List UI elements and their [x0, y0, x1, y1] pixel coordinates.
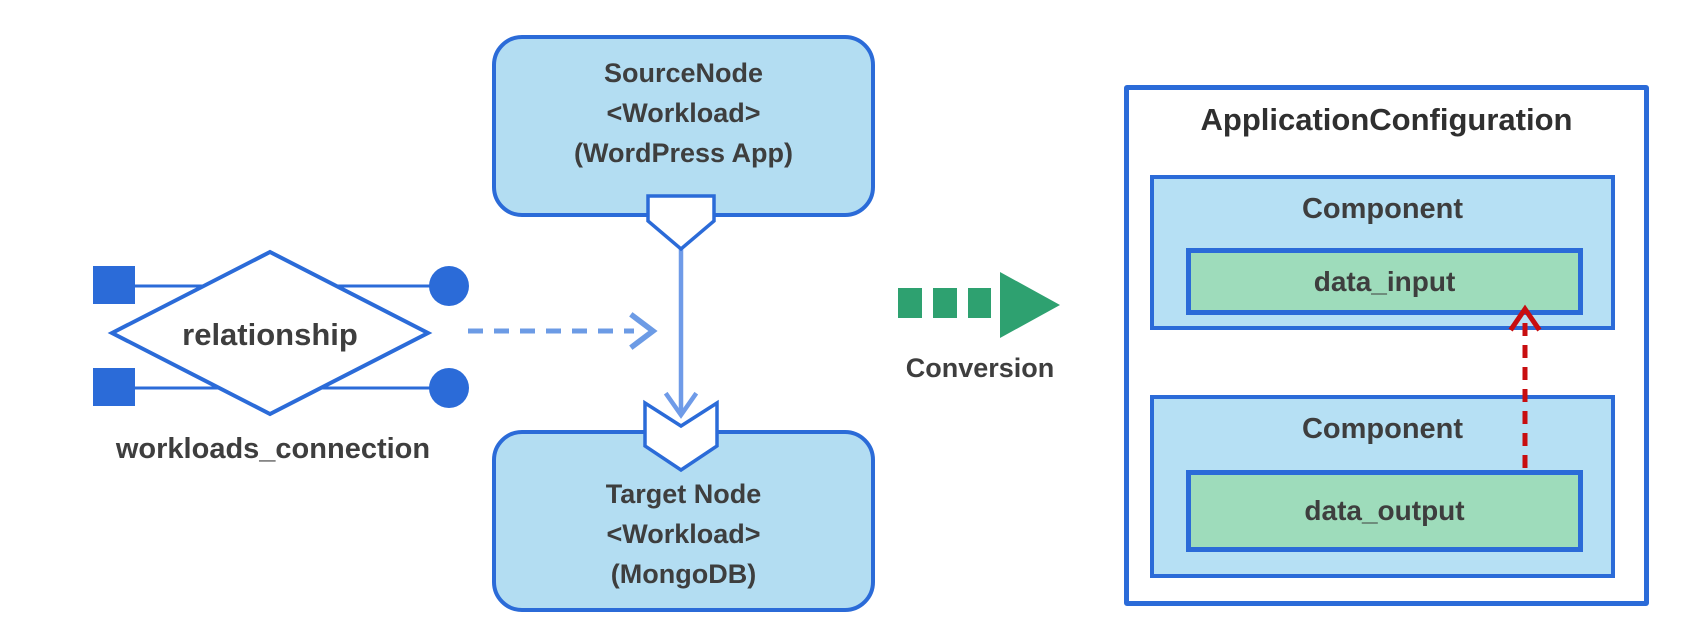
circle-port-icon: [429, 266, 469, 306]
relationship-caption: workloads_connection: [115, 433, 431, 465]
component-label: Component: [1301, 193, 1464, 225]
trait-data-output-box: data_output: [1186, 470, 1583, 552]
target-node-box: Target Node <Workload> (MongoDB): [492, 430, 875, 612]
blue-dashed-arrowhead-icon: [629, 312, 658, 350]
green-dashed-arrow-icon: [933, 288, 957, 318]
trait-data-output-label: data_output: [1304, 495, 1465, 526]
green-arrowhead-icon: [1000, 272, 1060, 338]
source-node-stereotype: <Workload>: [606, 98, 761, 128]
relationship-label: relationship: [182, 317, 358, 352]
application-configuration-box: ApplicationConfiguration Component data_…: [1124, 85, 1649, 606]
square-port-icon: [93, 368, 135, 406]
source-node-instance: (WordPress App): [573, 138, 794, 168]
target-node-instance: (MongoDB): [610, 559, 757, 589]
component-label: Component: [1301, 413, 1464, 445]
source-node-box: SourceNode <Workload> (WordPress App): [492, 35, 875, 217]
target-node-title: Target Node: [605, 479, 762, 509]
target-node-stereotype: <Workload>: [606, 519, 761, 549]
application-configuration-title: ApplicationConfiguration: [1200, 102, 1573, 137]
trait-data-input-box: data_input: [1186, 248, 1583, 315]
square-port-icon: [93, 266, 135, 304]
green-dashed-arrow-icon: [968, 288, 991, 318]
blue-solid-arrowhead-icon: [663, 391, 699, 419]
component-box-output: Component data_output: [1150, 395, 1615, 578]
component-box-input: Component data_input: [1150, 175, 1615, 330]
conversion-label: Conversion: [905, 353, 1055, 383]
green-dashed-arrow-icon: [898, 288, 922, 318]
trait-data-input-label: data_input: [1313, 265, 1456, 297]
circle-port-icon: [429, 368, 469, 408]
source-node-title: SourceNode: [603, 58, 764, 88]
